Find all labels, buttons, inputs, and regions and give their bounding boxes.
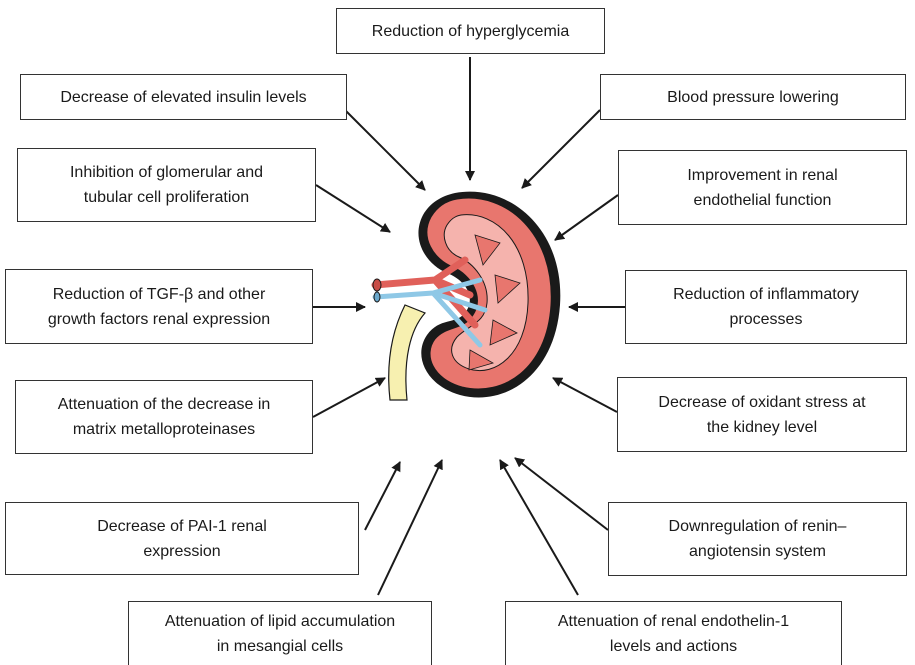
arrow-right1: [522, 110, 600, 188]
box-improvement-in-renal-endothelial-function: Improvement in renal endothelial functio…: [618, 150, 907, 225]
box-line: Attenuation of lipid accumulation: [165, 609, 395, 634]
box-line: in mesangial cells: [217, 634, 343, 659]
box-line: Reduction of TGF-β and other: [53, 282, 266, 307]
box-reduction-of-inflammatory-processes: Reduction of inflammatory processes: [625, 270, 907, 344]
box-line: Improvement in renal: [687, 163, 837, 188]
box-line: expression: [143, 539, 220, 564]
box-line: levels and actions: [610, 634, 737, 659]
box-line: growth factors renal expression: [48, 307, 270, 332]
box-blood-pressure-lowering: Blood pressure lowering: [600, 74, 906, 120]
box-line: processes: [730, 307, 803, 332]
box-line: Attenuation of the decrease in: [58, 392, 271, 417]
box-line: Decrease of PAI-1 renal: [97, 514, 267, 539]
box-decrease-of-elevated-insulin-levels: Decrease of elevated insulin levels: [20, 74, 347, 120]
box-line: Decrease of oxidant stress at: [658, 390, 865, 415]
arrow-left1: [345, 110, 425, 190]
box-downregulation-of-ras: Downregulation of renin– angiotensin sys…: [608, 502, 907, 576]
arrow-bottom-left: [378, 460, 442, 595]
box-line: the kidney level: [707, 415, 817, 440]
box-line: Reduction of hyperglycemia: [372, 19, 569, 44]
box-line: Attenuation of renal endothelin-1: [558, 609, 789, 634]
box-line: Inhibition of glomerular and: [70, 160, 263, 185]
box-line: Reduction of inflammatory: [673, 282, 859, 307]
kidney-icon: [365, 185, 575, 410]
box-reduction-of-hyperglycemia: Reduction of hyperglycemia: [336, 8, 605, 54]
ureter-icon: [389, 305, 425, 400]
box-decrease-of-pai-1: Decrease of PAI-1 renal expression: [5, 502, 359, 575]
box-attenuation-of-decrease-in-mmp: Attenuation of the decrease in matrix me…: [15, 380, 313, 454]
box-line: matrix metalloproteinases: [73, 417, 255, 442]
box-line: tubular cell proliferation: [84, 185, 249, 210]
arrow-right5: [515, 458, 608, 530]
arrow-left5: [365, 462, 400, 530]
box-line: Blood pressure lowering: [667, 85, 839, 110]
arrow-bottom-right: [500, 460, 578, 595]
box-inhibition-of-glomerular-proliferation: Inhibition of glomerular and tubular cel…: [17, 148, 316, 222]
box-decrease-of-oxidant-stress: Decrease of oxidant stress at the kidney…: [617, 377, 907, 452]
box-line: endothelial function: [694, 188, 832, 213]
box-attenuation-of-renal-endothelin-1: Attenuation of renal endothelin-1 levels…: [505, 601, 842, 665]
box-line: angiotensin system: [689, 539, 826, 564]
box-reduction-of-tgf-beta: Reduction of TGF-β and other growth fact…: [5, 269, 313, 344]
box-attenuation-of-lipid-accumulation: Attenuation of lipid accumulation in mes…: [128, 601, 432, 665]
box-line: Decrease of elevated insulin levels: [60, 85, 306, 110]
box-line: Downregulation of renin–: [669, 514, 847, 539]
